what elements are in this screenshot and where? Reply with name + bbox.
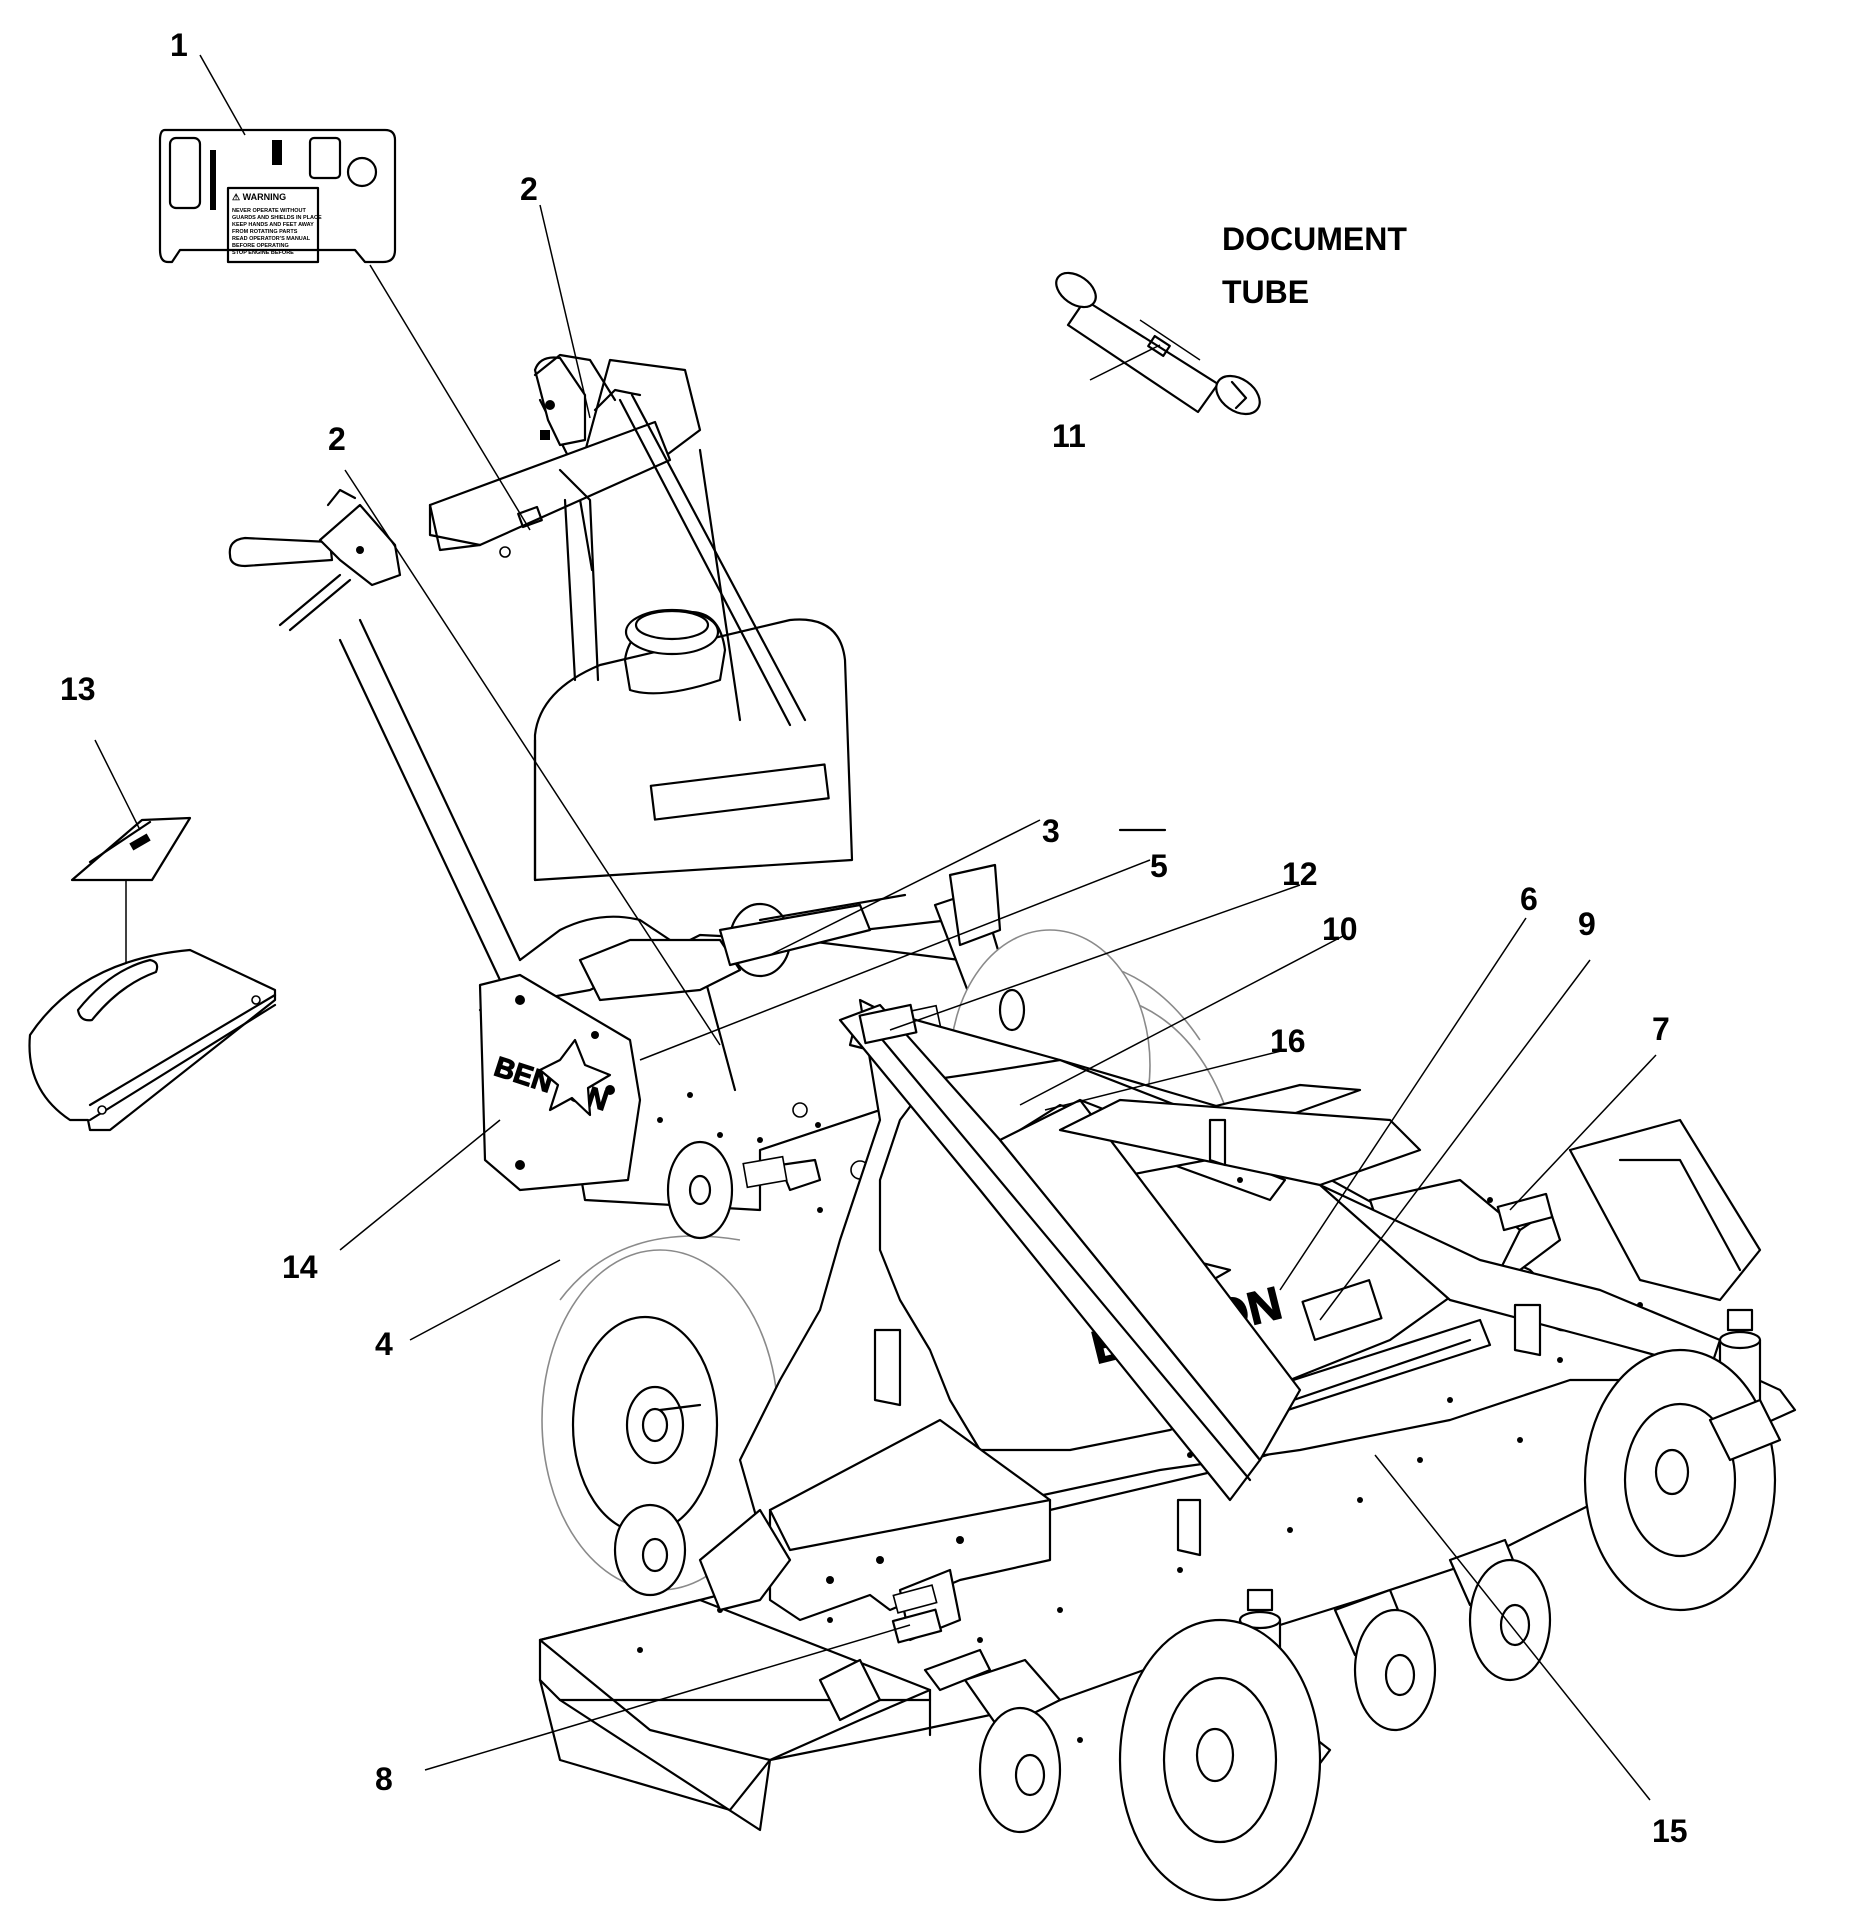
warning-line-5: READ OPERATOR'S MANUAL (232, 236, 311, 242)
callout-10: 10 (1322, 911, 1358, 947)
anti-scalp-roller-1 (963, 1658, 1062, 1834)
logo-plate-14: BENTON (478, 973, 642, 1192)
warning-line-1: NEVER OPERATE WITHOUT (232, 208, 306, 214)
deck-belt-cover (768, 1418, 1052, 1622)
machine-decals (858, 828, 1554, 1692)
rear-pivot-posts (873, 1118, 1542, 1557)
callout-7: 7 (1652, 1011, 1670, 1047)
engine-fuel-tank (533, 608, 854, 882)
document-tube-label-line2: TUBE (1222, 274, 1309, 310)
callout-numbers: 1 2 2 3 4 5 6 7 8 9 10 11 12 13 14 15 16 (60, 27, 1688, 1849)
anti-scalp-roller-3 (1448, 1538, 1552, 1682)
anti-scalp-roller-2 (1333, 1588, 1437, 1732)
document-tube: DOCUMENT TUBE (1055, 221, 1407, 416)
warning-line-4: FROM ROTATING PARTS (232, 229, 298, 235)
decal-1-control-panel: ⚠ WARNING NEVER OPERATE WITHOUT GUARDS A… (158, 128, 397, 264)
leader-lines (94, 54, 1657, 1801)
callout-14: 14 (282, 1249, 318, 1285)
callout-3: 3 (1042, 813, 1060, 849)
deck-bracket-left (698, 1508, 962, 1722)
warning-line-6: BEFORE OPERATING (232, 243, 289, 249)
caster-wheel-front-right (1583, 1348, 1782, 1612)
deck-push-arm (838, 1003, 1762, 1502)
callout-6: 6 (1520, 881, 1538, 917)
document-tube-label-line1: DOCUMENT (1222, 221, 1407, 257)
warning-decal-title: ⚠ WARNING (232, 192, 286, 202)
callout-9: 9 (1578, 906, 1596, 942)
caster-wheel-front-left (1118, 1618, 1332, 1902)
callout-12: 12 (1282, 856, 1318, 892)
callout-5: 5 (1150, 848, 1168, 884)
rear-drive-wheel-left (541, 1235, 779, 1591)
callout-2-upper: 2 (520, 171, 538, 207)
callout-4: 4 (375, 1326, 393, 1362)
callout-2-lower: 2 (328, 421, 346, 457)
handlebar-assembly (228, 353, 807, 982)
warning-line-3: KEEP HANDS AND FEET AWAY (232, 222, 314, 228)
callout-16: 16 (1270, 1023, 1306, 1059)
callout-13: 13 (60, 671, 96, 707)
callout-11: 11 (1052, 418, 1086, 454)
anti-scalp-roller-4 (613, 1503, 687, 1597)
callout-8: 8 (375, 1761, 393, 1797)
warning-line-2: GUARDS AND SHIELDS IN PLACE (232, 215, 322, 221)
callout-15: 15 (1652, 1813, 1688, 1849)
callout-1: 1 (170, 27, 188, 63)
decal-13-height-plate (28, 816, 277, 1132)
warning-line-7: STOP ENGINE BEFORE (232, 250, 294, 256)
